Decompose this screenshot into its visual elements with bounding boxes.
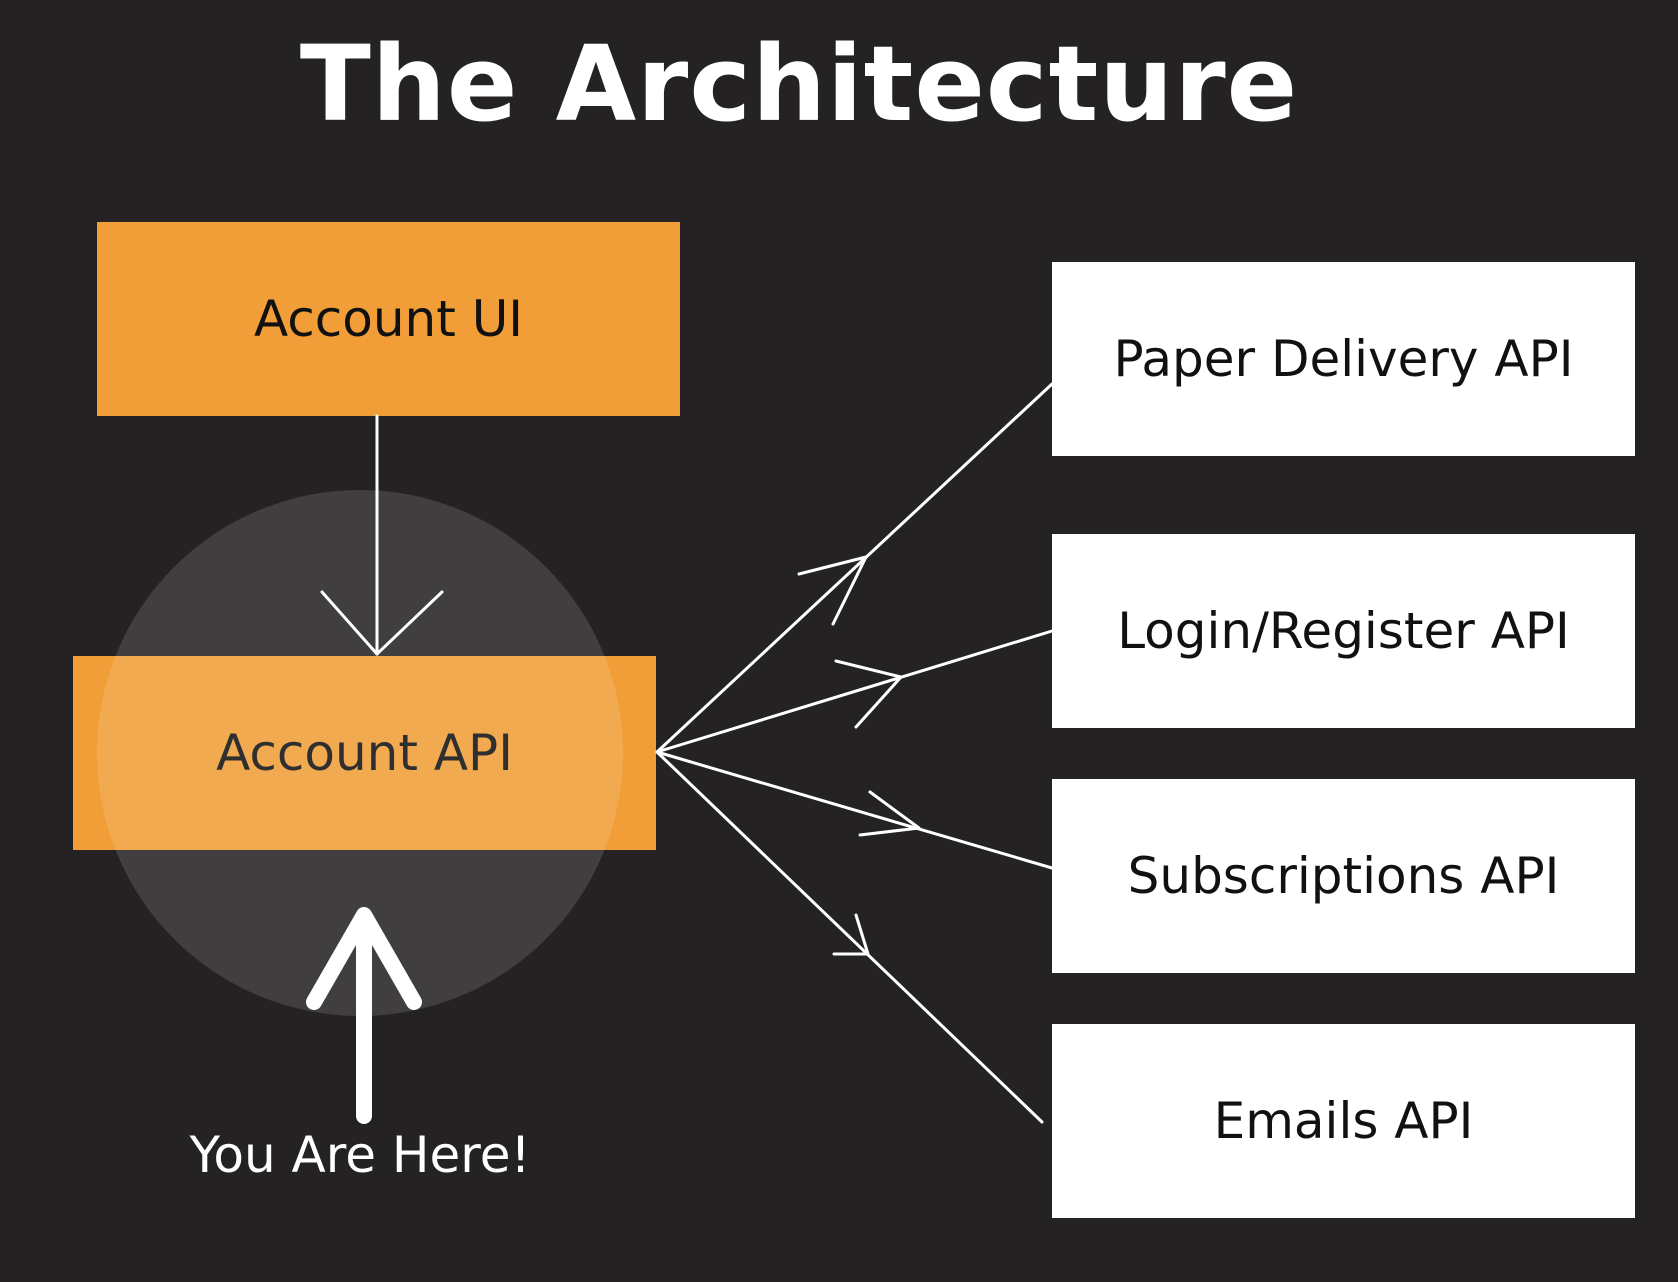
account-ui-label: Account UI: [253, 290, 524, 348]
service-box-subscriptions: Subscriptions API: [1052, 779, 1635, 973]
you-are-here-label: You Are Here!: [189, 1126, 531, 1184]
connector-ui-to-api: [320, 414, 444, 656]
diagram-title: The Architecture: [299, 23, 1299, 145]
service-box-paper-delivery: Paper Delivery API: [1052, 262, 1635, 456]
connector-api-to-subscriptions: [655, 750, 1054, 870]
service-box-emails: Emails API: [1052, 1024, 1635, 1218]
service-label: Emails API: [1213, 1092, 1474, 1150]
service-label: Login/Register API: [1117, 602, 1570, 660]
connector-api-to-emails: [655, 750, 1044, 1124]
service-box-login-register: Login/Register API: [1052, 534, 1635, 728]
connector-api-to-paper-delivery: [655, 382, 1054, 754]
service-label: Subscriptions API: [1127, 847, 1560, 905]
connector-api-to-login-register: [655, 629, 1054, 754]
you-are-here-arrow-icon: [306, 907, 422, 1124]
service-label: Paper Delivery API: [1113, 330, 1574, 388]
account-api-box: Account API: [73, 656, 656, 850]
account-api-label: Account API: [216, 724, 513, 782]
account-ui-box: Account UI: [97, 222, 680, 416]
